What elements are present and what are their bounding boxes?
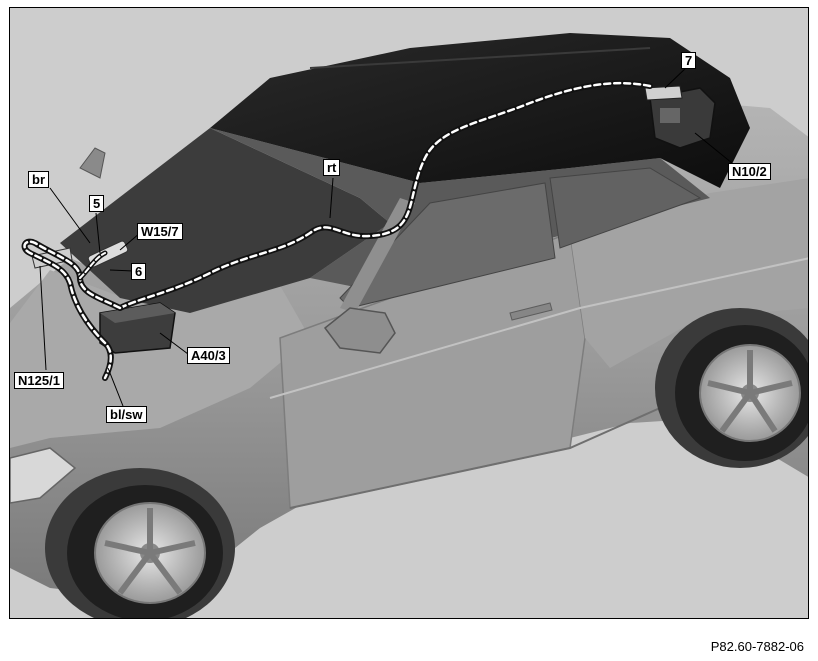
door-handle [509, 302, 553, 321]
callout-w15-7: W15/7 [137, 223, 183, 240]
hood [10, 268, 310, 448]
callout-n125-1: N125/1 [14, 372, 64, 389]
car-illustration [10, 8, 808, 618]
callout-bl-sw: bl/sw [106, 406, 147, 423]
cable-harness [21, 80, 653, 381]
figure-reference: P82.60-7882-06 [710, 639, 804, 654]
headlight [10, 447, 77, 504]
callout-br: br [28, 171, 49, 188]
callout-a40-3: A40/3 [187, 347, 230, 364]
callout-5: 5 [89, 195, 105, 212]
callout-7: 7 [681, 52, 697, 69]
callout-6: 6 [131, 263, 147, 280]
diagram-frame: 7 N10/2 rt br 5 W15/7 6 A40/3 N125/1 bl/… [9, 7, 809, 619]
callout-n10-2: N10/2 [728, 163, 771, 180]
soft-top-roof [210, 33, 750, 188]
callout-rt: rt [323, 159, 341, 176]
rear-side-window [549, 167, 702, 249]
module-n125-1 [31, 247, 73, 269]
side-mirror [323, 307, 396, 354]
module-n10-2 [644, 85, 716, 149]
leader-lines [39, 65, 733, 407]
rear-quarter [570, 178, 808, 368]
module-a40-3 [99, 302, 176, 354]
